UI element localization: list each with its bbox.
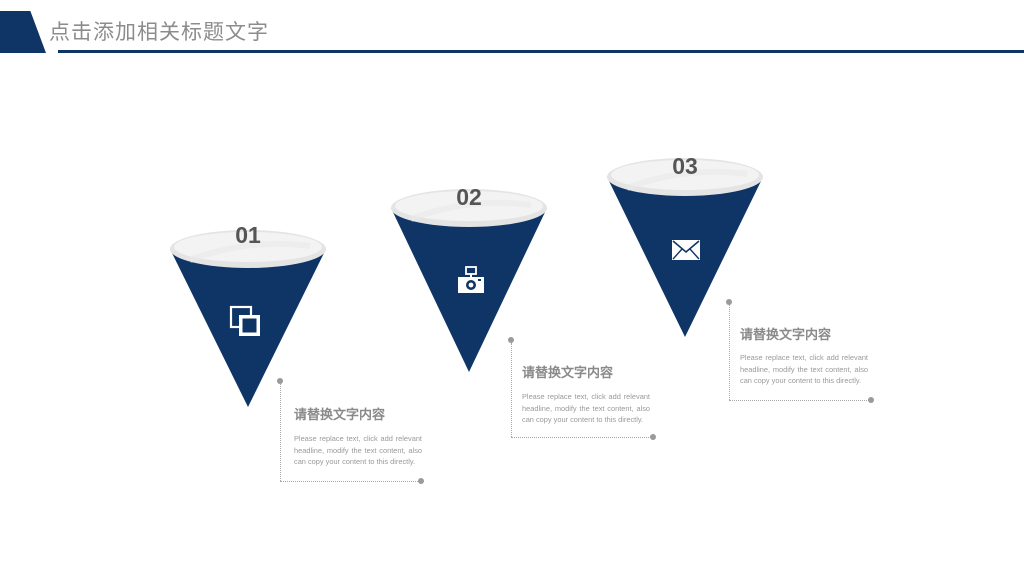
connector-line-vertical	[729, 305, 730, 400]
connector-line-horizontal	[280, 481, 420, 482]
camera-icon	[457, 266, 485, 294]
step-cone-3: 03	[607, 146, 763, 341]
step-heading-1: 请替换文字内容	[294, 408, 386, 423]
step-number-2: 02	[456, 184, 482, 210]
connector-dot-end	[418, 478, 424, 484]
header-accent-tab	[0, 11, 46, 53]
connector-line-vertical	[280, 384, 281, 481]
connector-line-horizontal	[729, 400, 871, 401]
envelope-icon	[672, 240, 700, 260]
page-title: 点击添加相关标题文字	[49, 20, 269, 44]
connector-dot-top	[277, 378, 283, 384]
connector-dot-top	[508, 337, 514, 343]
step-cone-1: 01	[170, 216, 326, 411]
connector-line-vertical	[511, 343, 512, 437]
step-body-3: Please replace text, click add relevant …	[740, 353, 868, 386]
header-underline	[58, 50, 1024, 53]
connector-dot-end	[650, 434, 656, 440]
step-body-2: Please replace text, click add relevant …	[522, 392, 650, 425]
photos-icon	[229, 305, 262, 338]
connector-dot-end	[868, 397, 874, 403]
step-body-1: Please replace text, click add relevant …	[294, 434, 422, 467]
connector-line-horizontal	[511, 437, 651, 438]
step-number-1: 01	[235, 222, 261, 248]
step-heading-3: 请替换文字内容	[740, 328, 832, 343]
step-cone-2: 02	[391, 178, 547, 373]
connector-dot-top	[726, 299, 732, 305]
step-heading-2: 请替换文字内容	[522, 366, 614, 381]
step-number-3: 03	[672, 153, 698, 179]
